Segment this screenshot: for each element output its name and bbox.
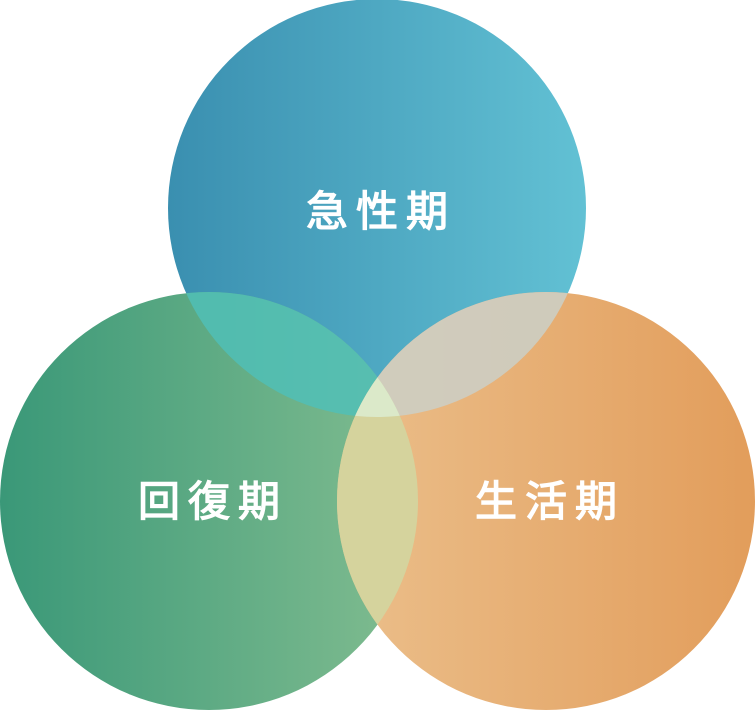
label-acute: 急性期	[306, 187, 456, 236]
label-living: 生活期	[475, 477, 625, 526]
overlap-acute-recovery	[168, 292, 418, 417]
overlap-acute-living	[337, 292, 586, 417]
label-recovery: 回復期	[138, 477, 288, 526]
